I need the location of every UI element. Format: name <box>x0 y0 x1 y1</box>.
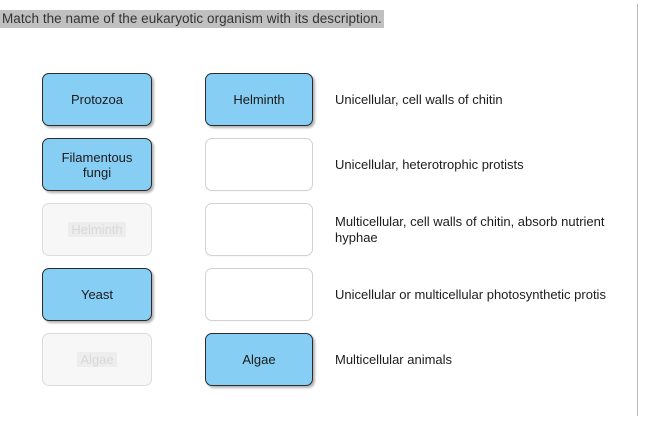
drop-target-1[interactable]: Helminth <box>205 73 313 126</box>
source-row: Protozoa <box>42 73 152 126</box>
description-column: Unicellular, cell walls of chitin Unicel… <box>335 73 646 386</box>
source-tile-algae: Algae <box>42 333 152 386</box>
drop-target-3[interactable] <box>205 203 313 256</box>
description-text: Unicellular, cell walls of chitin <box>335 91 503 107</box>
drop-target-column: Helminth Algae <box>205 73 313 386</box>
source-tile-column: Protozoa Filamentous fungi Helminth Yeas… <box>42 73 152 386</box>
viewport-divider <box>637 4 638 416</box>
drop-target-2[interactable] <box>205 138 313 191</box>
source-tile-helminth: Helminth <box>42 203 152 256</box>
drop-target-row <box>205 138 313 191</box>
description-text: Unicellular or multicellular photosynthe… <box>335 286 606 302</box>
description-4: Unicellular or multicellular photosynthe… <box>335 268 646 321</box>
description-row: Multicellular, cell walls of chitin, abs… <box>335 203 646 256</box>
source-tile-label: Yeast <box>80 287 114 302</box>
source-tile-label: Algae <box>77 352 117 367</box>
description-row: Unicellular, heterotrophic protists <box>335 138 646 191</box>
source-tile-label: Filamentous fungi <box>61 149 133 180</box>
source-row: Helminth <box>42 203 152 256</box>
drop-target-label: Algae <box>242 352 276 367</box>
source-tile-protozoa[interactable]: Protozoa <box>42 73 152 126</box>
drop-target-row <box>205 268 313 321</box>
description-5: Multicellular animals <box>335 333 646 386</box>
description-row: Unicellular or multicellular photosynthe… <box>335 268 646 321</box>
description-1: Unicellular, cell walls of chitin <box>335 73 646 126</box>
source-tile-yeast[interactable]: Yeast <box>42 268 152 321</box>
description-text: Multicellular, cell walls of chitin, abs… <box>335 213 605 245</box>
description-2: Unicellular, heterotrophic protists <box>335 138 646 191</box>
source-row: Yeast <box>42 268 152 321</box>
drop-target-row <box>205 203 313 256</box>
description-3: Multicellular, cell walls of chitin, abs… <box>335 203 646 256</box>
source-tile-label: Protozoa <box>70 92 124 107</box>
description-row: Multicellular animals <box>335 333 646 386</box>
description-text: Multicellular animals <box>335 351 453 367</box>
source-tile-filamentous-fungi[interactable]: Filamentous fungi <box>42 138 152 191</box>
description-text: Unicellular, heterotrophic protists <box>335 156 524 172</box>
drop-target-5[interactable]: Algae <box>205 333 313 386</box>
drop-target-4[interactable] <box>205 268 313 321</box>
description-row: Unicellular, cell walls of chitin <box>335 73 646 126</box>
drop-target-label: Helminth <box>233 92 285 107</box>
drop-target-row: Helminth <box>205 73 313 126</box>
drop-target-row: Algae <box>205 333 313 386</box>
source-row: Algae <box>42 333 152 386</box>
source-tile-label: Helminth <box>68 222 126 237</box>
source-row: Filamentous fungi <box>42 138 152 191</box>
question-prompt: Match the name of the eukaryotic organis… <box>0 10 384 28</box>
